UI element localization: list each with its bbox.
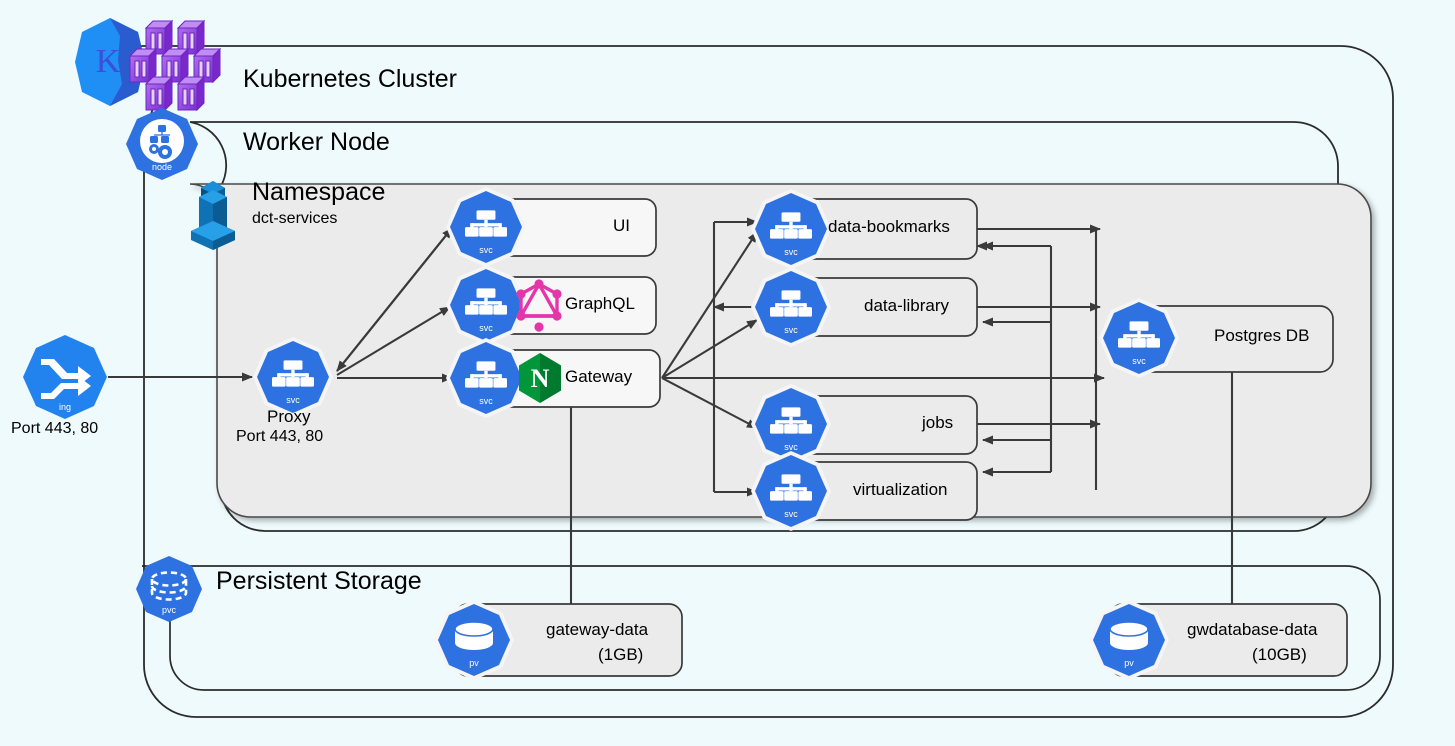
svc-icon-ui: svc <box>446 187 526 267</box>
gateway-data-size: (1GB) <box>598 645 644 664</box>
svg-text:svc: svc <box>784 442 798 452</box>
pv-icon-gwdatabase-data: pv <box>1089 600 1169 680</box>
pvc-icon-tag: pvc <box>162 605 177 615</box>
node-icon-tag: node <box>152 162 172 172</box>
svg-text:svc: svc <box>286 395 300 405</box>
jobs-label: jobs <box>922 413 954 432</box>
svg-text:pv: pv <box>1124 658 1134 668</box>
proxy-port-label: Port 443, 80 <box>236 428 324 445</box>
ingress-icon-tag: ing <box>59 402 71 412</box>
svc-icon-proxy: svc <box>253 337 333 417</box>
svg-text:svc: svc <box>479 323 493 333</box>
svc-icon-graphql: svc <box>446 265 526 345</box>
svg-text:K: K <box>96 43 121 80</box>
namespace-icon <box>191 181 235 250</box>
svc-icon-data-bookmarks: svc <box>751 189 831 269</box>
ingress-port-label: Port 443, 80 <box>11 420 99 437</box>
svc-icon-postgres: svc <box>1099 298 1179 378</box>
data-bookmarks-label: data-bookmarks <box>828 217 950 236</box>
svc-icon-virtualization: svc <box>751 451 831 531</box>
svg-text:svc: svc <box>784 247 798 257</box>
graphql-icon <box>516 279 562 332</box>
svg-text:N: N <box>531 364 550 393</box>
node-icon: node <box>126 108 198 180</box>
svc-icon-gateway: svc <box>446 338 526 418</box>
edge-gateway-to-jobs <box>661 377 758 429</box>
postgres-label: Postgres DB <box>1214 326 1310 345</box>
svg-text:pv: pv <box>469 658 479 668</box>
gwdatabase-data-label: gwdatabase-data <box>1187 620 1318 639</box>
ingress-icon: ing <box>23 335 107 419</box>
svc-icon-data-library: svc <box>751 267 831 347</box>
gateway-data-label: gateway-data <box>546 620 649 639</box>
namespace-title: Namespace <box>252 178 386 206</box>
pv-icon-gateway-data: pv <box>434 600 514 680</box>
edge-proxy-to-graphql <box>336 306 451 376</box>
ui-label: UI <box>613 216 630 235</box>
edge-ui-to-proxy <box>336 227 453 372</box>
cluster-title: Kubernetes Cluster <box>243 65 458 93</box>
svc-icon-jobs: svc <box>751 384 831 464</box>
gwdatabase-data-size: (10GB) <box>1252 645 1307 664</box>
virtualization-label: virtualization <box>853 480 948 499</box>
kubernetes-cluster-icon: K <box>75 18 222 112</box>
svc-icons: svc svc svc svc <box>253 187 1179 531</box>
svg-text:svc: svc <box>479 396 493 406</box>
gateway-label: Gateway <box>565 367 633 386</box>
graphql-label: GraphQL <box>565 294 635 313</box>
pvc-icon: pvc <box>136 556 202 622</box>
svg-text:svc: svc <box>479 245 493 255</box>
proxy-label: Proxy <box>267 407 311 426</box>
pv-icons: pv pv <box>434 600 1169 680</box>
namespace-subtitle: dct-services <box>252 210 338 227</box>
nginx-icon: N <box>519 353 561 403</box>
svg-text:svc: svc <box>784 509 798 519</box>
edge-gateway-to-data-library <box>661 319 758 379</box>
data-library-label: data-library <box>864 296 950 315</box>
persistent-storage-title: Persistent Storage <box>216 567 422 595</box>
worker-node-title: Worker Node <box>243 128 390 156</box>
edge-gateway-to-data-bookmarks <box>661 231 758 379</box>
worker-node-container <box>189 121 1339 532</box>
svg-text:svc: svc <box>784 325 798 335</box>
connector-lines <box>108 217 1237 631</box>
svg-text:svc: svc <box>1132 356 1146 366</box>
